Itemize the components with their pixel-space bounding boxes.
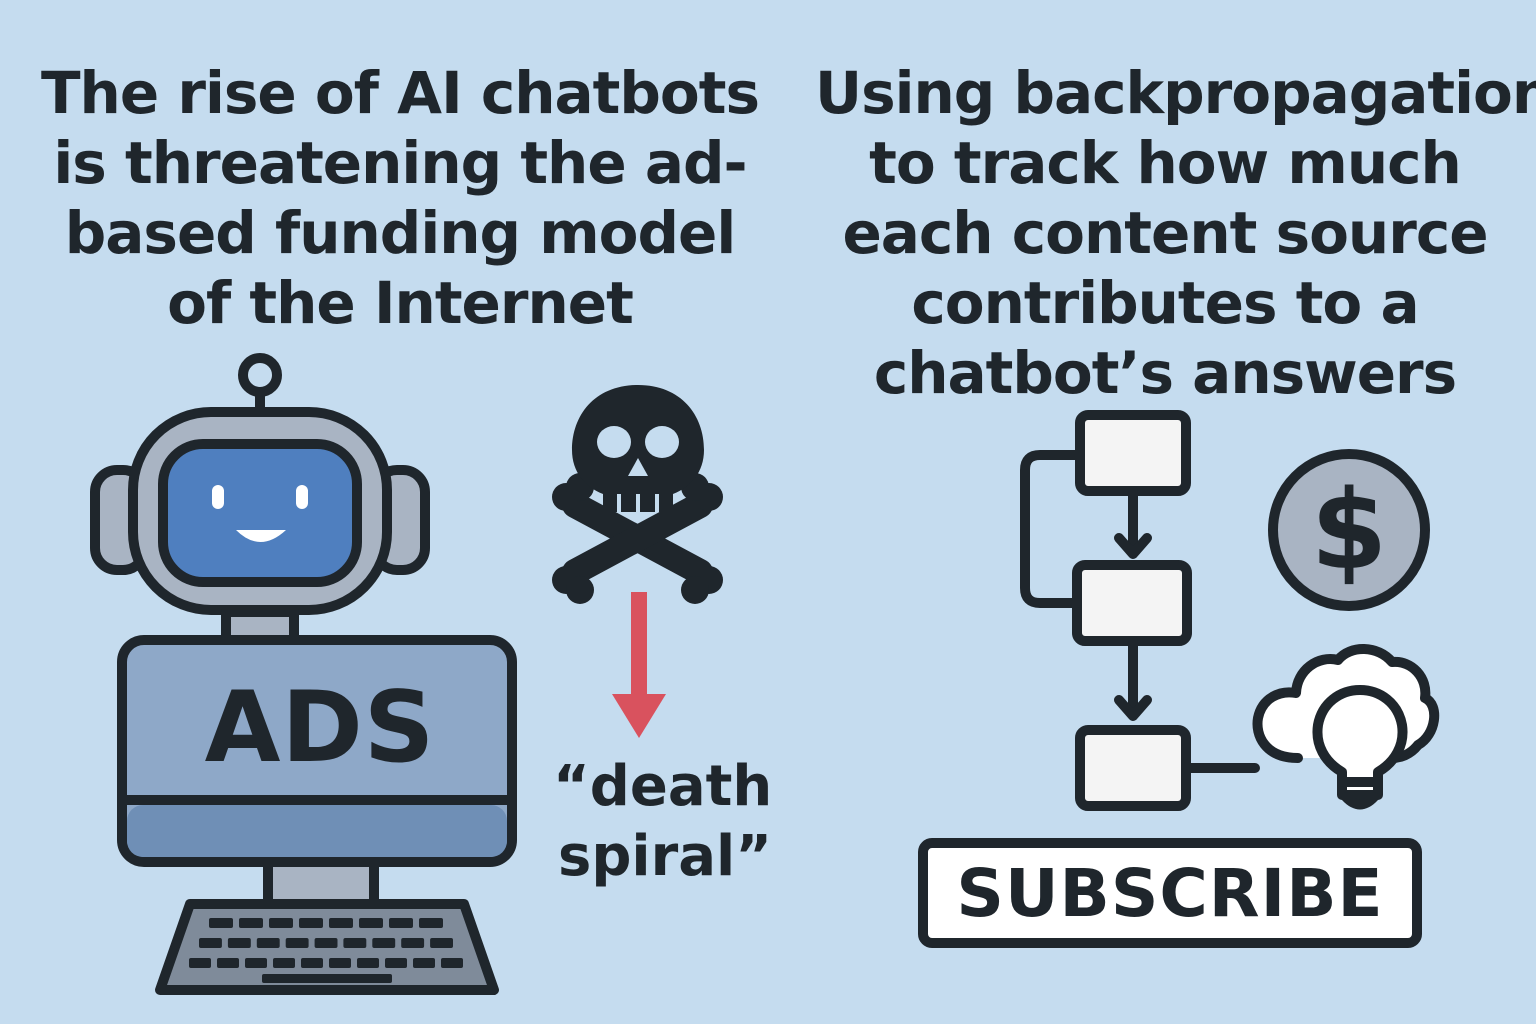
keyboard-key xyxy=(401,938,425,948)
keyboard-key xyxy=(285,938,309,948)
left-headline-line: of the Internet xyxy=(167,269,634,337)
keyboard-key xyxy=(239,918,263,928)
right-headline: Using backpropagation to track how much … xyxy=(815,58,1536,408)
keyboard-key xyxy=(227,938,251,948)
keyboard-spacebar xyxy=(262,974,392,983)
keyboard-key xyxy=(199,938,222,948)
keyboard-key xyxy=(389,918,413,928)
left-headline-line: based funding model xyxy=(64,199,736,267)
keyboard-key xyxy=(245,958,267,968)
keyboard-key xyxy=(359,918,383,928)
keyboard-key xyxy=(209,918,233,928)
left-headline-line: is threatening the ad- xyxy=(53,129,747,197)
keyboard-key xyxy=(217,958,239,968)
keyboard-key xyxy=(189,958,211,968)
keyboard-icon xyxy=(155,899,499,995)
dollar-coin-icon: $ xyxy=(1268,449,1430,611)
down-arrow-icon xyxy=(612,592,666,738)
right-headline-line: each content source xyxy=(842,199,1488,267)
keyboard-key xyxy=(256,938,280,948)
keyboard-key xyxy=(357,958,379,968)
subscribe-button[interactable]: SUBSCRIBE xyxy=(918,838,1422,948)
death-spiral-caption-line: “death xyxy=(553,754,773,819)
keyboard-key xyxy=(419,918,443,928)
left-headline-line: The rise of AI chatbots xyxy=(40,59,760,127)
ads-screen-label: ADS xyxy=(204,671,436,785)
dollar-sign: $ xyxy=(1311,466,1388,594)
keyboard-key xyxy=(343,938,367,948)
keyboard-key xyxy=(385,958,407,968)
keyboard-key xyxy=(314,938,338,948)
computer-icon xyxy=(117,635,517,909)
death-spiral-caption-line: spiral” xyxy=(558,824,773,889)
robot-icon xyxy=(90,353,430,647)
right-headline-line: chatbot’s answers xyxy=(873,339,1457,407)
keyboard-key xyxy=(299,918,323,928)
keyboard-key xyxy=(273,958,295,968)
right-headline-line: to track how much xyxy=(869,129,1462,197)
keyboard-key xyxy=(329,918,353,928)
keyboard-key xyxy=(372,938,396,948)
keyboard-key xyxy=(269,918,293,928)
keyboard-key xyxy=(413,958,435,968)
keyboard-key xyxy=(301,958,323,968)
cloud-lightbulb-icon xyxy=(1252,644,1440,810)
keyboard-key xyxy=(430,938,453,948)
keyboard-key xyxy=(329,958,351,968)
right-headline-line: Using backpropagation xyxy=(815,59,1536,127)
skull-crossbones-icon xyxy=(552,385,723,604)
left-headline: The rise of AI chatbots is threatening t… xyxy=(40,58,760,338)
right-headline-line: contributes to a xyxy=(911,269,1419,337)
keyboard-key xyxy=(441,958,463,968)
flowchart-icon xyxy=(1020,410,1260,811)
